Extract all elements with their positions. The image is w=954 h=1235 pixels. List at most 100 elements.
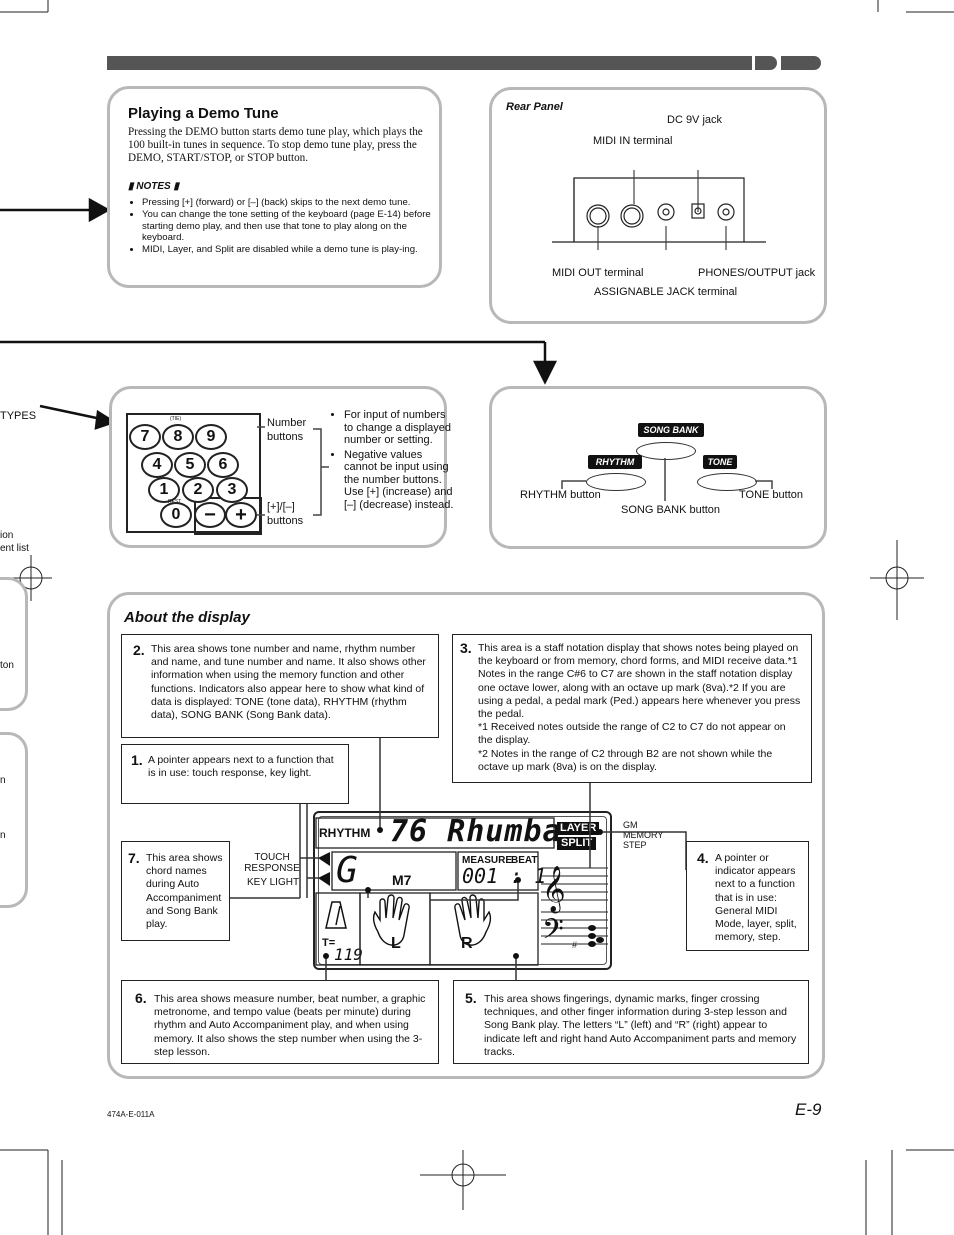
callout-text: This area shows tone number and name, rh… (151, 643, 426, 722)
plus-button[interactable]: + (225, 502, 257, 528)
bullet-item: For input of numbers to change a display… (344, 409, 456, 447)
callout-number: 7. (128, 850, 140, 866)
tone-button-label: TONE button (739, 489, 803, 501)
callout-3: 3. This area is a staff notation display… (452, 634, 812, 783)
bullet-item: Negative values cannot be input using th… (344, 449, 456, 512)
tone-indicator: TONE (703, 455, 737, 469)
demo-title: Playing a Demo Tune (128, 105, 279, 122)
key-9[interactable]: 9 (195, 424, 227, 450)
lcd-tempo-label: T= (322, 937, 336, 949)
lcd-chord-type: M7 (392, 872, 412, 888)
keypad-frame (126, 413, 261, 533)
mode-leader-lines (561, 458, 773, 501)
rear-panel-title: Rear Panel (506, 101, 563, 113)
left-hand-icon (372, 894, 410, 946)
connector-arrows (0, 197, 558, 430)
bracket-lines (257, 426, 329, 516)
key-7[interactable]: 7 (129, 424, 161, 450)
lcd-gm-label: GM (623, 820, 638, 830)
left-edge-n1: n (0, 775, 6, 786)
song-bank-button-label: SONG BANK button (621, 504, 721, 516)
callout-1: 1. A pointer appears next to a function … (121, 744, 349, 804)
number-buttons-label: Number buttons (267, 417, 307, 443)
header-bar (107, 56, 752, 70)
callout-4: 4. A pointer or indicator appears next t… (686, 841, 809, 951)
callout-number: 3. (460, 640, 472, 656)
callout-footnote: *2 Notes in the range of C2 through B2 a… (478, 747, 773, 773)
callout-number: 4. (697, 850, 709, 866)
mode-buttons-panel: SONG BANK RHYTHM TONE RHYTHM button TONE… (489, 386, 827, 549)
lcd-main-name: 76 Rhumba (390, 814, 562, 849)
display-title: About the display (124, 609, 250, 626)
rhythm-button-label: RHYTHM button (520, 489, 601, 501)
midi-out-label: MIDI OUT terminal (552, 267, 644, 279)
lcd-memory-label: MEMORY (623, 830, 664, 840)
tie-label: (TIE) (170, 416, 182, 422)
lcd-left-hand-letter: L (391, 935, 401, 952)
header-bar-tab (755, 56, 777, 70)
key-3[interactable]: 3 (216, 477, 248, 503)
rhythm-indicator: RHYTHM (588, 455, 642, 469)
number-buttons-panel: (TIE) 7 8 9 4 5 6 1 2 3 REST 0 − + Numbe… (109, 386, 453, 548)
rhythm-button[interactable] (586, 473, 646, 491)
callout-7: 7. This area shows chord names during Au… (121, 841, 230, 941)
callout-text: A pointer appears next to a function tha… (148, 754, 334, 780)
page-number: E-9 (795, 1100, 822, 1119)
song-bank-button[interactable] (636, 442, 696, 460)
notes-list: Pressing [+] (forward) or [–] (back) ski… (128, 197, 438, 256)
key-2[interactable]: 2 (182, 477, 214, 503)
callout-number: 2. (133, 642, 145, 658)
callout-6: 6. This area shows measure number, beat … (121, 980, 439, 1064)
rear-panel: Rear Panel DC 9V jack MIDI IN terminal M… (489, 87, 827, 324)
note-item: Pressing [+] (forward) or [–] (back) ski… (142, 197, 438, 209)
rear-panel-diagram (552, 170, 766, 250)
touch-response-label: TOUCH RESPONSE (244, 852, 300, 874)
callout-text: This area shows fingerings, dynamic mark… (484, 993, 797, 1058)
left-edge-types: TYPES (0, 410, 37, 422)
callout-number: 6. (135, 990, 147, 1006)
lcd-rhythm-indicator: RHYTHM (319, 826, 371, 840)
demo-body: Pressing the DEMO button starts demo tun… (128, 126, 423, 164)
note-item: MIDI, Layer, and Split are disabled whil… (142, 244, 438, 256)
touch-response-pointer (318, 852, 330, 866)
left-edge-ent-list: ent list (0, 543, 29, 554)
lcd-layer-indicator: LAYER (557, 822, 600, 835)
left-edge-n2: n (0, 830, 6, 841)
treble-clef-icon: 𝄞 (542, 866, 566, 914)
minus-button[interactable]: − (194, 502, 226, 528)
lcd-tempo-value: 119 (334, 945, 363, 964)
number-buttons-bullets: For input of numbers to change a display… (334, 409, 456, 511)
tone-button[interactable] (697, 473, 757, 491)
left-edge-panel (0, 732, 28, 908)
callout-5: 5. This area shows fingerings, dynamic m… (453, 980, 809, 1064)
song-bank-indicator: SONG BANK (638, 423, 704, 437)
key-1[interactable]: 1 (148, 477, 180, 503)
callout-footnote: *1 Received notes outside the range of C… (478, 721, 786, 747)
right-hand-icon (454, 894, 492, 946)
callout-text: This area shows measure number, beat num… (154, 993, 426, 1058)
document-code: 474A-E-011A (107, 1110, 155, 1119)
lcd-chord-root: G (336, 850, 358, 891)
key-8[interactable]: 8 (162, 424, 194, 450)
assignable-label: ASSIGNABLE JACK terminal (594, 286, 738, 298)
callout-text: This area shows chord names during Auto … (146, 852, 223, 931)
key-6[interactable]: 6 (207, 452, 239, 478)
lcd-split-indicator: SPLIT (557, 837, 597, 850)
left-edge-panel (0, 577, 28, 711)
demo-panel: Playing a Demo Tune Pressing the DEMO bu… (107, 86, 442, 288)
lcd-step-label: STEP (623, 840, 647, 850)
callout-text: This area is a staff notation display th… (478, 642, 801, 721)
lcd-beat-label: BEAT (511, 855, 538, 866)
header-bar-tab (781, 56, 821, 70)
key-5[interactable]: 5 (174, 452, 206, 478)
key-light-label: KEY LIGHT (247, 877, 300, 888)
notes-label: NOTES (136, 181, 171, 192)
midi-in-label: MIDI IN terminal (593, 135, 673, 147)
key-light-pointer (318, 872, 330, 886)
bass-clef-icon: 𝄢 (542, 913, 564, 953)
callout-text: A pointer or indicator appears next to a… (715, 852, 797, 944)
key-0[interactable]: 0 (160, 502, 192, 528)
callout-number: 1. (131, 752, 143, 768)
note-item: You can change the tone setting of the k… (142, 209, 438, 244)
